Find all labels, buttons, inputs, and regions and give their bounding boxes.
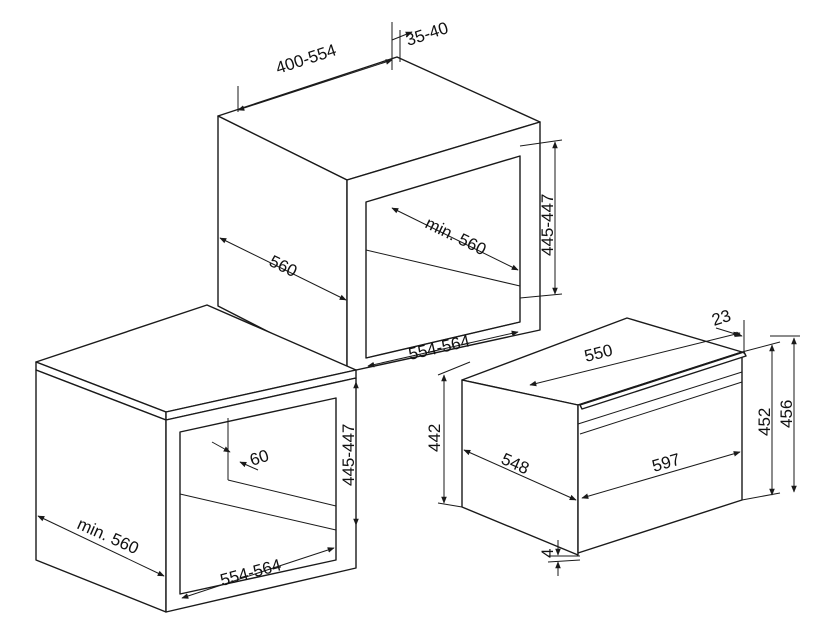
unit-gap-label: 4 bbox=[538, 549, 557, 558]
unit-front-height-label: 452 bbox=[755, 408, 774, 436]
unit-overhang-label: 23 bbox=[709, 306, 733, 330]
upper-cabinet bbox=[217, 56, 541, 373]
lower-cabinet bbox=[35, 304, 357, 613]
upper-height-label: 445-447 bbox=[538, 194, 557, 256]
unit-total-height-label: 456 bbox=[777, 400, 796, 428]
unit-body-height-label: 442 bbox=[425, 424, 444, 452]
upper-depth-label: 400-554 bbox=[273, 40, 338, 77]
upper-offset-label: 35-40 bbox=[403, 18, 450, 50]
lower-height-label: 445-447 bbox=[339, 424, 358, 486]
lower-vent-label: 60 bbox=[247, 446, 271, 470]
